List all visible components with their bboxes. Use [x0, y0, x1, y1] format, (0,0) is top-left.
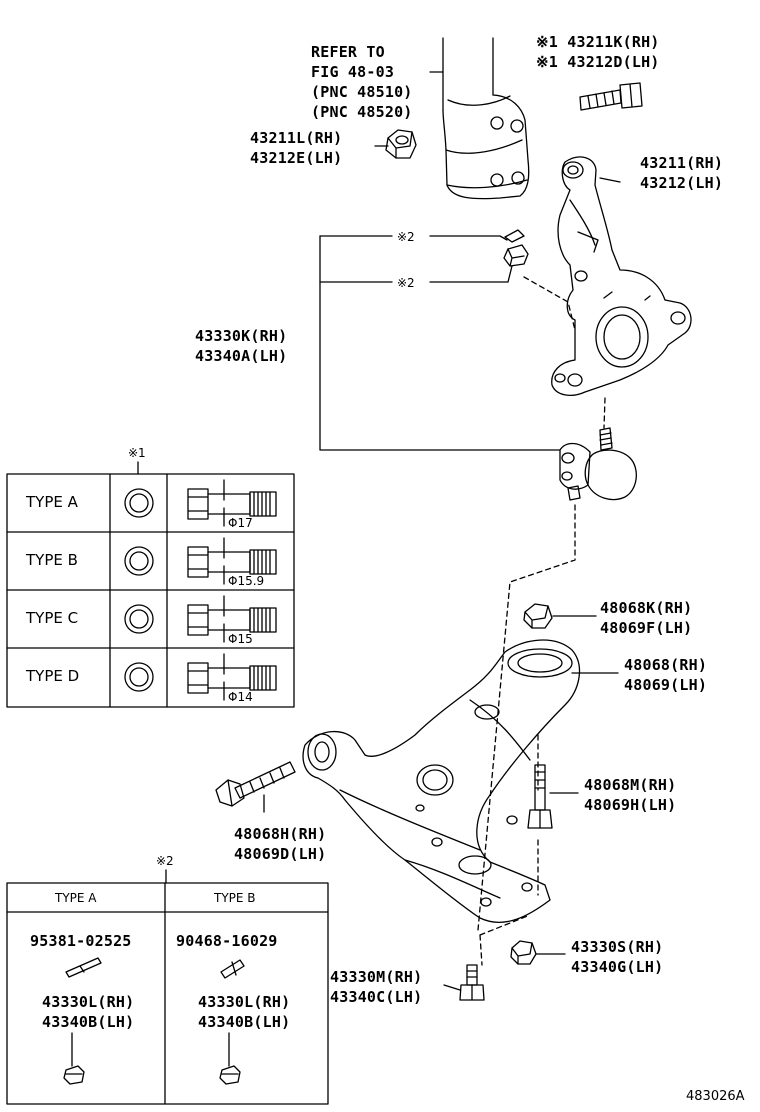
table1-type-d: TYPE D — [26, 667, 80, 685]
label-48069f: 48069F(LH) — [600, 619, 693, 637]
label-48068k: 48068K(RH) — [600, 599, 693, 617]
table1-dia-d: Φ14 — [228, 690, 253, 704]
label-43340g: 43340G(LH) — [571, 958, 664, 976]
label-48069: 48069(LH) — [624, 676, 708, 694]
table2-part-b: 90468-16029 — [176, 932, 278, 950]
cotter-nut-illustration — [503, 229, 529, 267]
label-43212: 43212(LH) — [640, 174, 724, 192]
mark2-lower: ※2 — [397, 276, 415, 290]
table1-washers — [124, 488, 154, 692]
table2-b-sub-lh: 43340B(LH) — [198, 1013, 291, 1031]
table1-type-b: TYPE B — [26, 551, 78, 569]
refer-line-3: (PNC 48510) — [311, 83, 413, 101]
table1-dia-b: Φ15.9 — [228, 574, 265, 588]
assembly-dashed-lines — [477, 276, 606, 966]
bolt-43330m-illustration — [459, 964, 485, 1001]
bolt-48068m-illustration — [527, 764, 553, 829]
label-43211: 43211(RH) — [640, 154, 724, 172]
table2-part-a: 95381-02525 — [30, 932, 132, 950]
refer-line-2: FIG 48-03 — [311, 63, 395, 81]
label-43212d: ※1 43212D(LH) — [536, 53, 660, 71]
strut-illustration — [442, 37, 530, 200]
figure-id: 483026A — [686, 1089, 745, 1104]
table2-header-b: TYPE B — [214, 891, 256, 905]
label-43330m: 43330M(RH) — [330, 968, 423, 986]
refer-line-4: (PNC 48520) — [311, 103, 413, 121]
label-43340a: 43340A(LH) — [195, 347, 288, 365]
label-48068: 48068(RH) — [624, 656, 708, 674]
table2-a-sub-lh: 43340B(LH) — [42, 1013, 135, 1031]
mark2-upper: ※2 — [397, 230, 415, 244]
table2-parts — [63, 957, 245, 1085]
bolt-48068h-illustration — [215, 761, 296, 807]
label-48069h: 48069H(LH) — [584, 796, 677, 814]
table1-bolts — [187, 479, 277, 701]
bolt-43211k-illustration — [579, 82, 643, 111]
steering-knuckle-illustration — [551, 156, 692, 396]
label-43340c: 43340C(LH) — [330, 988, 423, 1006]
label-43330k: 43330K(RH) — [195, 327, 288, 345]
label-48068h: 48068H(RH) — [234, 825, 327, 843]
table2-a-sub-rh: 43330L(RH) — [42, 993, 135, 1011]
table1-dia-a: Φ17 — [228, 516, 253, 530]
leader-lines — [263, 71, 621, 991]
table2-grid — [6, 869, 329, 1105]
table2-b-sub-rh: 43330L(RH) — [198, 993, 291, 1011]
lower-arm-illustration — [302, 639, 581, 923]
table1-type-a: TYPE A — [26, 493, 78, 511]
ball-joint-illustration — [559, 427, 637, 501]
nut-48068k-illustration — [523, 603, 553, 629]
label-48068m: 48068M(RH) — [584, 776, 677, 794]
label-43212e: 43212E(LH) — [250, 149, 343, 167]
refer-line-1: REFER TO — [311, 43, 385, 61]
label-48069d: 48069D(LH) — [234, 845, 327, 863]
table1-grid — [6, 461, 295, 708]
table1-type-c: TYPE C — [26, 609, 79, 627]
nut-43330s-illustration — [510, 940, 537, 965]
table2-mark: ※2 — [156, 854, 174, 868]
table2-header-a: TYPE A — [55, 891, 97, 905]
label-43211l: 43211L(RH) — [250, 129, 343, 147]
table1-dia-c: Φ15 — [228, 632, 253, 646]
nut-43211l-illustration — [385, 129, 417, 159]
label-43211k: ※1 43211K(RH) — [536, 33, 660, 51]
table1-mark: ※1 — [128, 446, 146, 460]
label-43330s: 43330S(RH) — [571, 938, 664, 956]
